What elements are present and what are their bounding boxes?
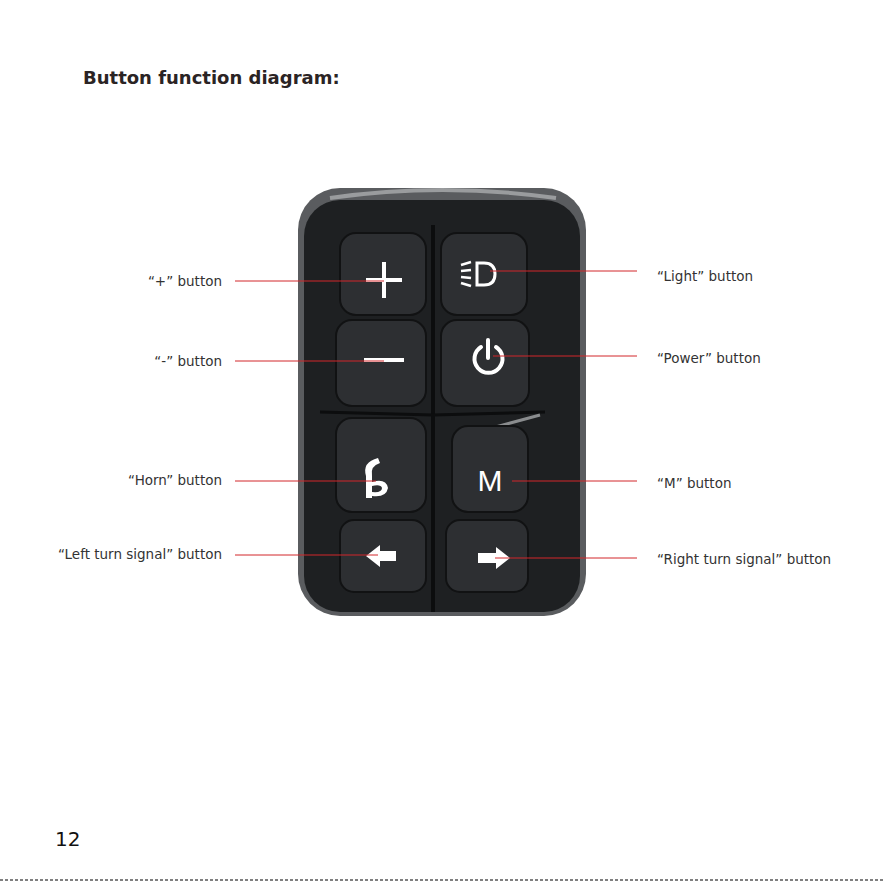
seam — [431, 225, 435, 415]
callout-label: “M” button — [657, 474, 731, 492]
left-arrow-icon — [366, 545, 396, 567]
left-button — [340, 520, 426, 592]
callout-label: “+” button — [148, 272, 222, 290]
remote-body — [304, 200, 580, 612]
right-button — [446, 520, 528, 592]
callout-label: “Power” button — [657, 349, 761, 367]
horn-icon — [365, 458, 388, 498]
page-rule — [0, 879, 883, 881]
plus-button — [340, 233, 426, 315]
horn-button — [336, 418, 426, 512]
light-icon — [461, 262, 495, 286]
plus-icon — [366, 262, 402, 298]
light-button — [441, 233, 527, 315]
callout-label: “Left turn signal” button — [58, 545, 222, 563]
leader-line — [235, 271, 637, 558]
minus-button — [336, 320, 426, 406]
power-button — [441, 320, 529, 406]
m-button — [452, 426, 528, 512]
seam — [320, 412, 545, 415]
callout-label: “Light” button — [657, 267, 753, 285]
remote-top-highlight — [330, 190, 556, 198]
callout-label: “Right turn signal” button — [657, 550, 831, 568]
callout-label: “Horn” button — [128, 471, 222, 489]
page-title: Button function diagram: — [83, 67, 340, 88]
remote-rim — [298, 188, 586, 616]
callout-label: “-” button — [154, 352, 222, 370]
button-letter: M — [478, 464, 503, 498]
page-number: 12 — [55, 827, 80, 851]
seam — [431, 415, 435, 612]
